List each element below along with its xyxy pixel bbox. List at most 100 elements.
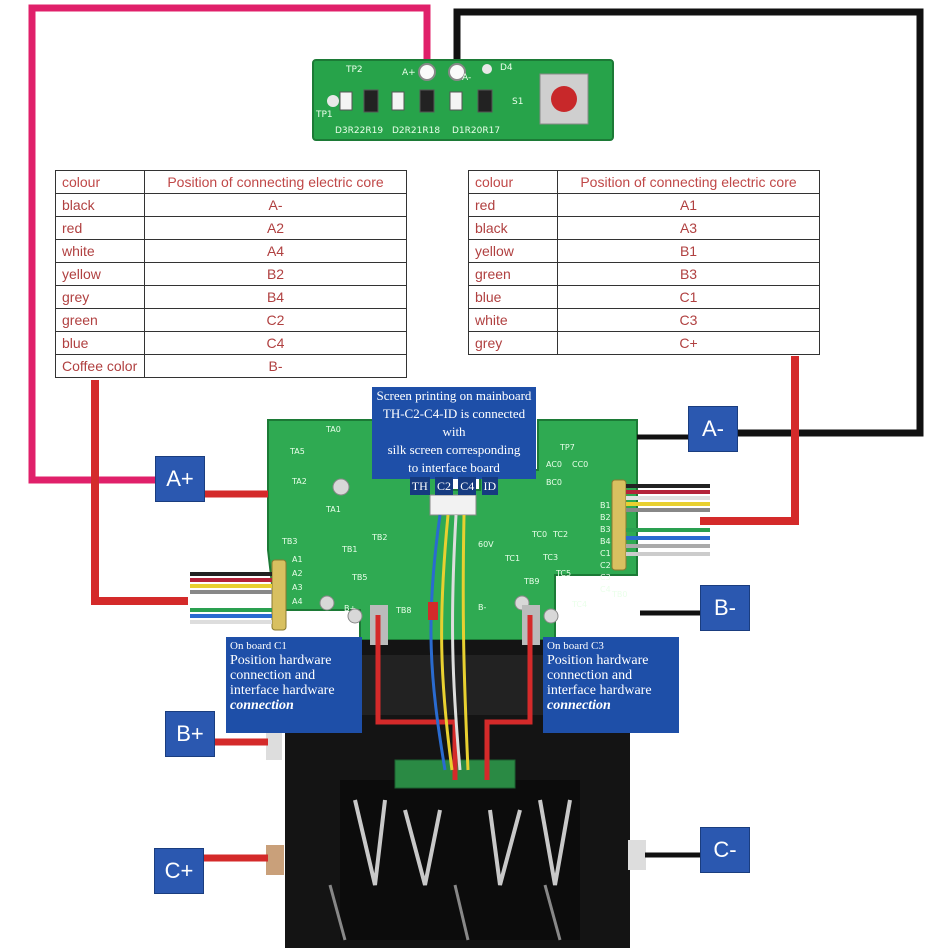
- silk-label: A2: [292, 569, 303, 578]
- silk-line-3: silk screen corresponding: [387, 442, 521, 457]
- silk-line-2: TH-C2-C4-ID is connected with: [382, 406, 526, 439]
- silk-line-1: Screen printing on mainboard: [376, 388, 532, 403]
- left-position-cell: B4: [144, 285, 407, 309]
- silk-label: S1: [512, 97, 523, 107]
- silk-label: A3: [292, 583, 303, 592]
- silk-label: C4: [600, 585, 611, 594]
- left-position-cell: B2: [144, 262, 407, 286]
- silk-line-4: to interface board: [408, 460, 500, 475]
- left-colour-cell: green: [55, 308, 145, 332]
- left-colour-cell: black: [55, 193, 145, 217]
- terminal-label-c-plus: C+: [154, 848, 204, 894]
- black-wire-a-minus: [453, 8, 924, 437]
- left-position-cell: A-: [144, 193, 407, 217]
- right-position-cell: A3: [557, 216, 820, 240]
- right-position-cell: C1: [557, 285, 820, 309]
- silk-label: TA2: [291, 477, 307, 486]
- note-c1-title: On board C1: [230, 640, 287, 652]
- silk-tag-c2: C2: [435, 477, 454, 495]
- note-c3-body: Position hardware connection and interfa…: [547, 653, 652, 698]
- silk-label: TC5: [555, 569, 571, 578]
- left-position-cell: A2: [144, 216, 407, 240]
- right-colour-cell: yellow: [468, 239, 558, 263]
- silk-tag-c4: C4: [458, 477, 477, 495]
- red-wire-right: [700, 356, 799, 525]
- red-link-c3: [484, 615, 533, 780]
- silk-label: B4: [600, 537, 611, 546]
- silk-label: D2R21R18: [392, 126, 440, 136]
- silk-label: A+: [402, 68, 416, 78]
- right-position-cell: B3: [557, 262, 820, 286]
- silk-label: TB1: [341, 545, 357, 554]
- right-colour-cell: blue: [468, 285, 558, 309]
- note-c1: On board C1 Position hardware connection…: [226, 637, 362, 733]
- right-position-cell: C+: [557, 331, 820, 355]
- silk-label: TB5: [351, 573, 367, 582]
- right-colour-cell: grey: [468, 331, 558, 355]
- note-c1-emph: connection: [230, 698, 294, 713]
- silk-label: TA0: [325, 425, 341, 434]
- silk-label: AC0: [546, 460, 562, 469]
- silk-tag-th: TH: [409, 477, 430, 495]
- left-colour-cell: colour: [55, 170, 145, 194]
- silk-label: TB2: [371, 533, 387, 542]
- silk-tag-id: ID: [481, 477, 499, 495]
- right-position-cell: Position of connecting electric core: [557, 170, 820, 194]
- silk-screen-note: Screen printing on mainboard TH-C2-C4-ID…: [372, 387, 536, 495]
- silk-label: C3: [600, 573, 611, 582]
- silk-label: A4: [292, 597, 303, 606]
- right-position-cell: A1: [557, 193, 820, 217]
- silk-label: TA5: [289, 447, 305, 456]
- note-c3-emph: connection: [547, 698, 611, 713]
- terminal-label-c-minus: C-: [700, 827, 750, 873]
- silk-label: 60V: [478, 540, 494, 549]
- silk-label: TP1: [315, 110, 333, 120]
- silk-label: A1: [292, 555, 303, 564]
- signal-wires: [429, 514, 470, 771]
- left-colour-cell: grey: [55, 285, 145, 309]
- red-link-c1: [375, 615, 458, 780]
- silk-label: TC3: [542, 553, 558, 562]
- right-colour-cell: black: [468, 216, 558, 240]
- silk-label: D3R22R19: [335, 126, 383, 136]
- silk-label: TB3: [281, 537, 297, 546]
- left-colour-cell: blue: [55, 331, 145, 355]
- silk-label: A-: [462, 73, 471, 83]
- silk-label: C2: [600, 561, 611, 570]
- left-position-cell: C2: [144, 308, 407, 332]
- silk-tags: TH C2 C4 ID: [372, 477, 536, 495]
- terminal-label-a-minus: A-: [688, 406, 738, 452]
- terminal-label-b-plus: B+: [165, 711, 215, 757]
- right-harness: [626, 484, 710, 556]
- silk-label: B3: [600, 525, 611, 534]
- silk-label: B-: [478, 603, 486, 612]
- silk-label: D4: [500, 63, 513, 73]
- right-colour-cell: red: [468, 193, 558, 217]
- right-colour-cell: green: [468, 262, 558, 286]
- red-wire-b-minus-left: [91, 380, 188, 605]
- left-position-cell: Position of connecting electric core: [144, 170, 407, 194]
- terminal-label-a-plus: A+: [155, 456, 205, 502]
- left-harness: [190, 572, 272, 624]
- left-colour-cell: Coffee color: [55, 354, 145, 378]
- left-position-cell: C4: [144, 331, 407, 355]
